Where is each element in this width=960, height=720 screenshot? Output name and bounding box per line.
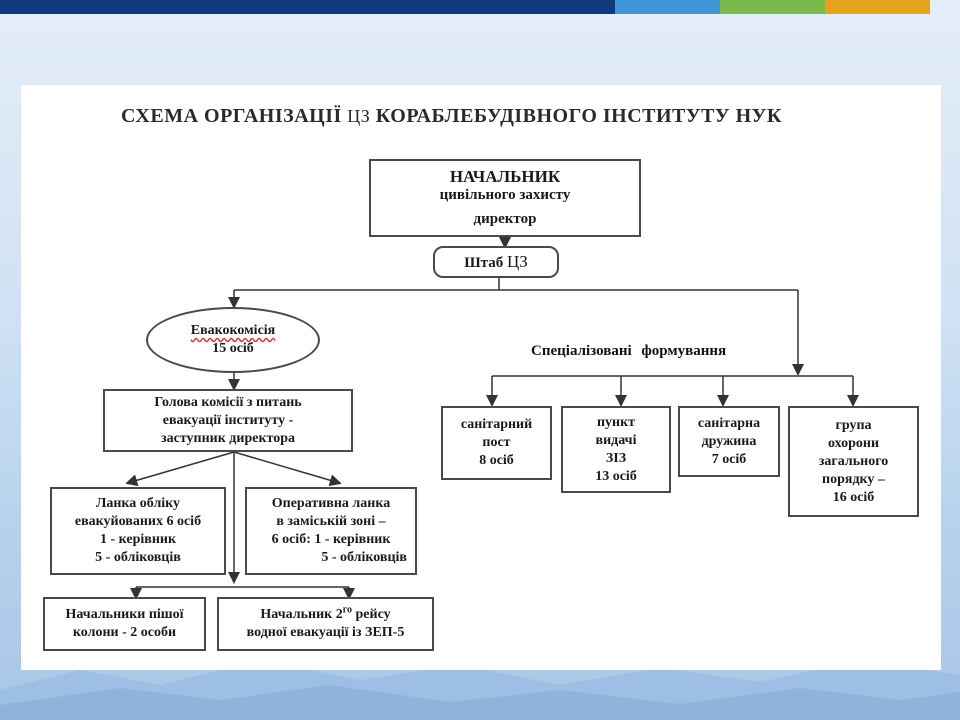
top-color-bar	[0, 0, 960, 14]
foot-column-box: Начальники пішої колони - 2 особи	[43, 597, 206, 651]
top-bar-blue	[615, 0, 720, 14]
commission-head-line3: заступник директора	[161, 430, 295, 446]
formation-2-line2: видачі	[595, 432, 637, 448]
formation-3-line3: 7 осіб	[711, 451, 747, 467]
background-mountains	[0, 660, 960, 720]
formation-3-line1: санітарна	[697, 415, 761, 431]
top-bar-green	[720, 0, 825, 14]
evac-commission-ellipse: Евакокомісія 15 осіб	[146, 307, 320, 373]
staff-label: Штаб ЦЗ	[464, 251, 528, 272]
specialized-part2: формування	[641, 343, 727, 359]
registration-unit-box: Ланка обліку евакуйованих 6 осіб 1 - кер…	[50, 487, 226, 575]
title-part1: СХЕМА ОРГАНІЗАЦІЇ	[121, 105, 342, 127]
formation-4-line2: охорони	[827, 435, 880, 451]
formation-1-line3: 8 осіб	[479, 453, 514, 468]
title-part2: ЦЗ	[347, 106, 371, 126]
evac-commission-line1: Евакокомісія	[190, 323, 276, 338]
operative-unit-box: Оперативна ланка в заміській зоні – 6 ос…	[245, 487, 417, 575]
registration-line2: евакуйованих 6 осіб	[74, 514, 202, 529]
formation-4-line4: порядку –	[822, 471, 885, 487]
head-line3: директор	[473, 211, 537, 227]
formation-4-line1: група	[835, 417, 872, 433]
operative-line3: 6 осіб: 1 - керівник	[271, 532, 391, 547]
staff-box: Штаб ЦЗ	[433, 246, 559, 278]
formation-1-line1: санітарний	[460, 417, 533, 432]
operative-line4: 5 - обліковців	[321, 550, 407, 565]
foot-column-line2: колони - 2 особи	[72, 625, 177, 640]
commission-head-box: Голова комісії з питань евакуації інстит…	[103, 389, 353, 452]
staff-part2: ЦЗ	[506, 251, 528, 271]
formation-2-line3: ЗІЗ	[605, 450, 627, 466]
formation-3-line2: дружина	[701, 433, 757, 449]
specialized-part1: Спеціалізовані	[531, 343, 632, 359]
top-bar-navy	[0, 0, 615, 14]
formation-4-line5: 16 осіб	[832, 489, 875, 505]
water-evac-line2: водної евакуації із ЗЕП-5	[246, 625, 405, 640]
formation-1-line2: пост	[482, 435, 511, 450]
head-line1: НАЧАЛЬНИК	[449, 167, 561, 186]
specialized-formations-label: Спеціалізовані формування	[531, 343, 726, 360]
formation-sanitary-post: санітарний пост 8 осіб	[441, 406, 552, 480]
water-evacuation-box: Начальник 2го рейсу водної евакуації із …	[217, 597, 434, 651]
water-evac-line1-sup: го	[342, 604, 352, 616]
formation-public-order: група охорони загального порядку – 16 ос…	[788, 406, 919, 517]
formation-sanitary-team: санітарна дружина 7 осіб	[678, 406, 780, 477]
registration-line4: 5 - обліковців	[95, 550, 181, 565]
formation-2-line4: 13 осіб	[595, 468, 637, 484]
diagram-panel: СХЕМА ОРГАНІЗАЦІЇ ЦЗ КОРАБЛЕБУДІВНОГО ІН…	[21, 85, 941, 670]
top-bar-orange	[825, 0, 930, 14]
water-evac-line1-b: рейсу	[352, 607, 391, 622]
evac-commission-line2: 15 осіб	[212, 341, 254, 356]
commission-head-line1: Голова комісії з питань	[154, 394, 302, 410]
water-evac-line1-a: Начальник 2	[260, 607, 343, 622]
operative-line2: в заміській зоні –	[276, 514, 386, 529]
operative-line1: Оперативна ланка	[271, 496, 391, 511]
water-evac-line1: Начальник 2го рейсу	[260, 604, 391, 624]
formation-ppe-point: пункт видачі ЗІЗ 13 осіб	[561, 406, 671, 493]
registration-line1: Ланка обліку	[95, 496, 181, 511]
title-part3: КОРАБЛЕБУДІВНОГО ІНСТИТУТУ НУК	[375, 105, 782, 127]
foot-column-line1: Начальники пішої	[65, 607, 184, 622]
commission-head-line2: евакуації інституту -	[162, 412, 294, 428]
formation-2-line1: пункт	[596, 414, 636, 430]
head-line2: цивільного захисту	[439, 187, 571, 203]
head-box: НАЧАЛЬНИК цивільного захисту директор	[369, 159, 641, 237]
staff-part1: Штаб	[464, 254, 504, 271]
formation-4-line3: загального	[818, 453, 889, 469]
diagram-title: СХЕМА ОРГАНІЗАЦІЇ ЦЗ КОРАБЛЕБУДІВНОГО ІН…	[121, 105, 881, 128]
registration-line3: 1 - керівник	[99, 532, 177, 547]
